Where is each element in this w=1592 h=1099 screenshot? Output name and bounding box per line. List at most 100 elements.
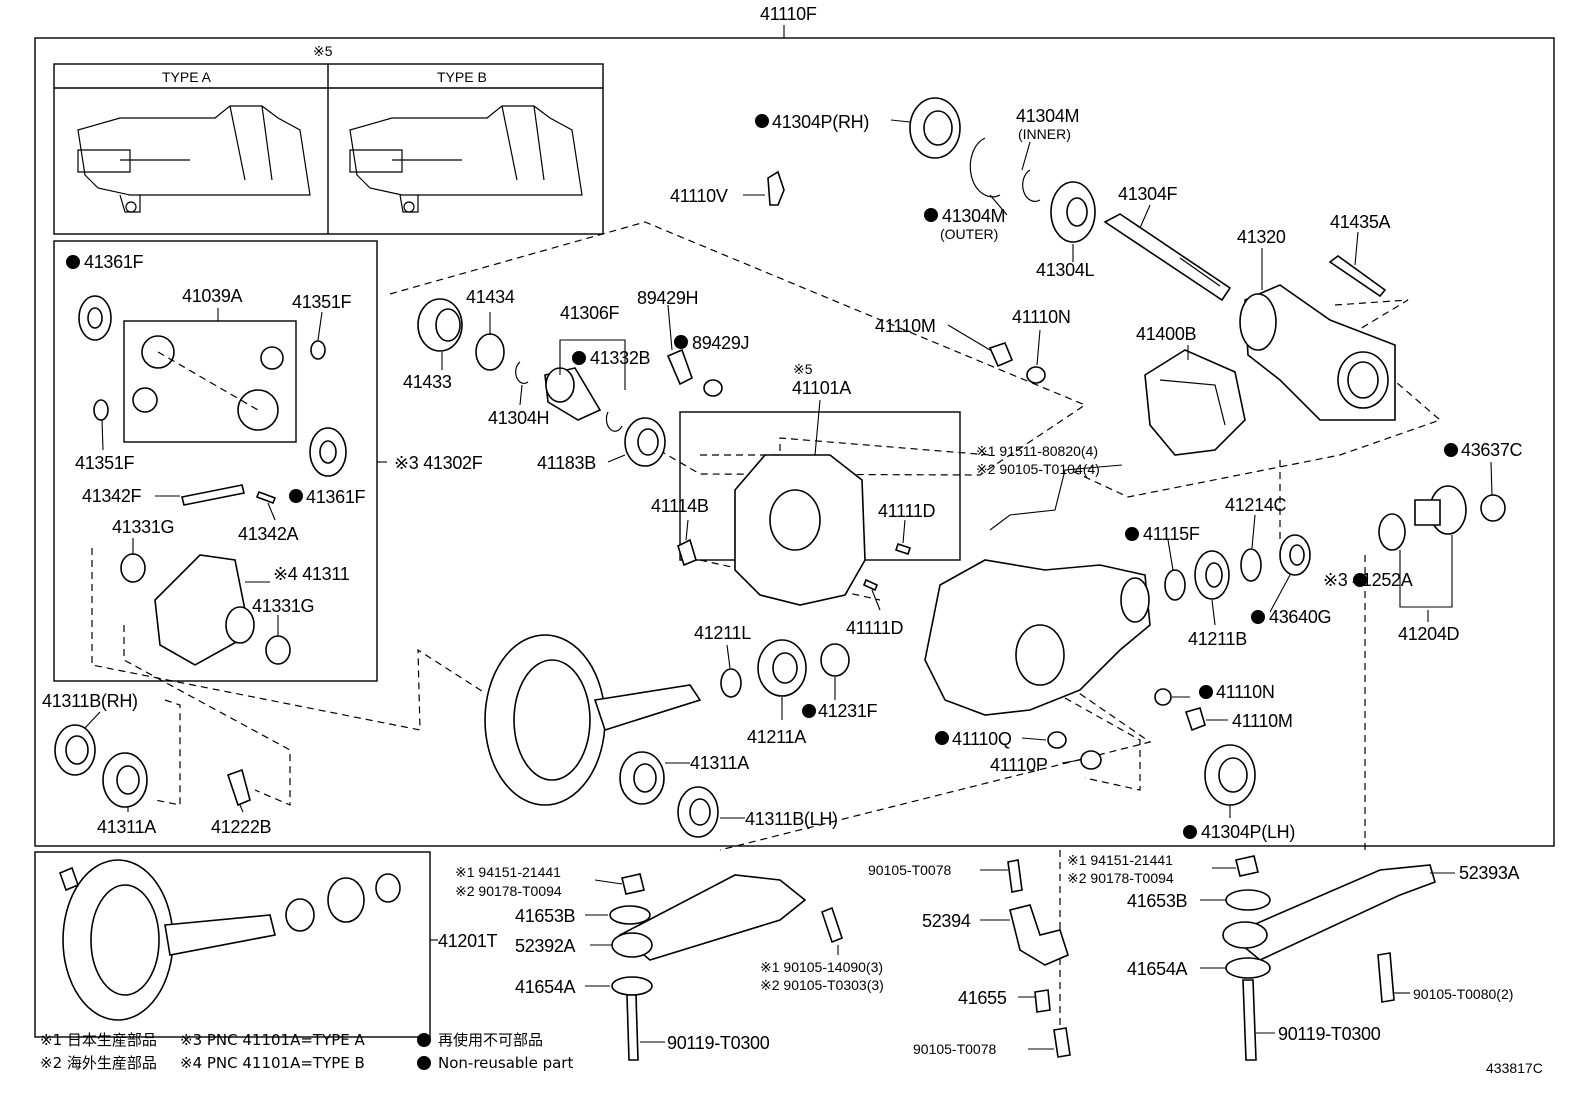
label-90105-t0078-bot: 90105-T0078 [913,1041,997,1057]
bolt-90105-t0080 [1377,952,1395,1003]
label-41304p-rh: 41304P(RH) [772,112,869,132]
svg-text:※5: ※5 [313,43,333,59]
label-41211l: 41211L [694,623,751,643]
washer-41351f-bot [93,399,109,421]
seal-41183b [624,417,666,467]
switch-89429h [666,348,693,386]
label-41101a: 41101A [792,378,851,398]
label-41201t: 41201T [438,931,498,951]
label-41361f-top: 41361F [84,252,144,272]
bolt-41222b [226,768,251,807]
label-89429h: 89429H [637,288,698,308]
actuator-41400b [1144,349,1246,456]
label-41304h: 41304H [488,408,549,428]
shaft-41306f [544,367,602,421]
label-41110n-top: 41110N [1012,307,1071,327]
bolt-90105-t0078-bot [1053,1027,1071,1058]
legend: ※1 日本生産部品 ※2 海外生産部品 ※3 PNC 41101A=TYPE A… [40,1031,1543,1076]
label-41110v: 41110V [670,186,728,206]
figure-code: 433817C [1486,1060,1543,1076]
type-b-label: TYPE B [437,69,487,85]
label-41110m-bot: 41110M [1232,711,1293,731]
shim-41311b-rh [54,724,96,776]
label-41361f-bot: 41361F [306,487,366,507]
seal-43640g [1279,534,1311,576]
label-41110n-bot: 41110N [1216,682,1275,702]
shim-41311b-lh [677,786,719,838]
ring-gear-set-frame [34,851,431,1038]
label-41320: 41320 [1237,227,1286,247]
label-41342f: 41342F [82,486,142,506]
seal-41252a [1378,513,1406,551]
bearing-41331g-top [120,553,146,583]
cushion-41653b-left [609,905,651,925]
leader-lines [84,119,1493,1050]
legend-non-reusable-en: Non-reusable part [438,1054,573,1072]
cushion-41654a-left [611,976,653,996]
bolt-90119-right [1242,979,1257,1061]
pinion-gears-41039a [132,335,284,431]
shaft-41304f [1103,213,1232,302]
label-41435a: 41435A [1330,212,1391,232]
assembly-guide-lines [91,221,1442,1045]
label-41211b: 41211B [1188,629,1247,649]
cap-43637c [1480,494,1506,522]
label-41039a: 41039A [182,286,243,306]
pin-41111d-top [894,542,912,556]
pin-41342a [255,490,277,505]
ring-gear-set-41201t [58,859,401,1021]
type-a-label: TYPE A [162,69,212,85]
snap-ring-41304m [969,137,1041,203]
label-41311: ※4 41311 [273,564,350,584]
plug-41110m-top [988,342,1014,368]
label-41434: 41434 [466,287,515,307]
type-a-housing-sketch [77,105,311,213]
oil-seal-41304p-lh [1204,744,1256,806]
bolt-90119-left [626,994,639,1061]
label-41302f: ※3 41302F [394,453,483,473]
label-41351f-top: 41351F [292,292,352,312]
label-41311b-rh: 41311B(RH) [42,691,138,711]
bearing-41433 [417,298,463,352]
label-41653b-left: 41653B [515,906,576,926]
bolt-90105-t0078-top [1007,859,1023,893]
label-41211a: 41211A [747,727,806,747]
label-nut-94151-right: ※1 94151-21441 [1067,852,1173,868]
label-41204d: 41204D [1398,624,1460,644]
plug-41110p [1080,750,1102,770]
label-41654a-left: 41654A [515,977,576,997]
legend-non-reusable-jp: 再使用不可部品 [438,1031,543,1049]
label-41653b-right: 41653B [1127,891,1188,911]
label-inner: (INNER) [1018,126,1071,142]
label-41110p: 41110P [990,755,1048,775]
label-90105-t0080: 90105-T0080(2) [1413,986,1513,1002]
label-41183b: 41183B [537,453,596,473]
label-bolt-90105-14090: ※1 90105-14090(3) [760,959,883,975]
label-52393a: 52393A [1459,863,1520,883]
gasket-41110q [1047,731,1067,749]
label-41231f: 41231F [818,701,878,721]
label-nut-94151-left: ※1 94151-21441 [455,864,561,880]
label-bolt-91511: ※1 91511-80820(4) [976,443,1098,459]
label-41304p-lh: 41304P(LH) [1201,822,1295,842]
bearing-41311a-left [102,752,148,808]
label-41110m-top: 41110M [875,316,936,336]
cushion-41653b-right [1225,889,1271,911]
label-41222b: 41222B [211,817,272,837]
ring-gear-pinion [484,634,702,806]
label-43640g: 43640G [1269,607,1331,627]
cushion-41654a-right [1225,957,1271,979]
label-41332b: 41332B [590,348,651,368]
gasket-41110n-bot [1154,688,1172,706]
non-reusable-markers [66,114,1458,839]
label-41115f: 41115F [1143,524,1200,544]
label-41342a: 41342A [238,524,299,544]
type-inset: ※5 TYPE A TYPE B [53,43,604,235]
gasket-41110n-top [1026,366,1046,384]
mount-bracket-52393a [1222,864,1436,961]
snap-ring-41304h [515,361,529,385]
tube-41320 [1239,284,1396,421]
type-b-housing-sketch [349,105,583,213]
label-41304m-outer: 41304M [942,206,1005,226]
